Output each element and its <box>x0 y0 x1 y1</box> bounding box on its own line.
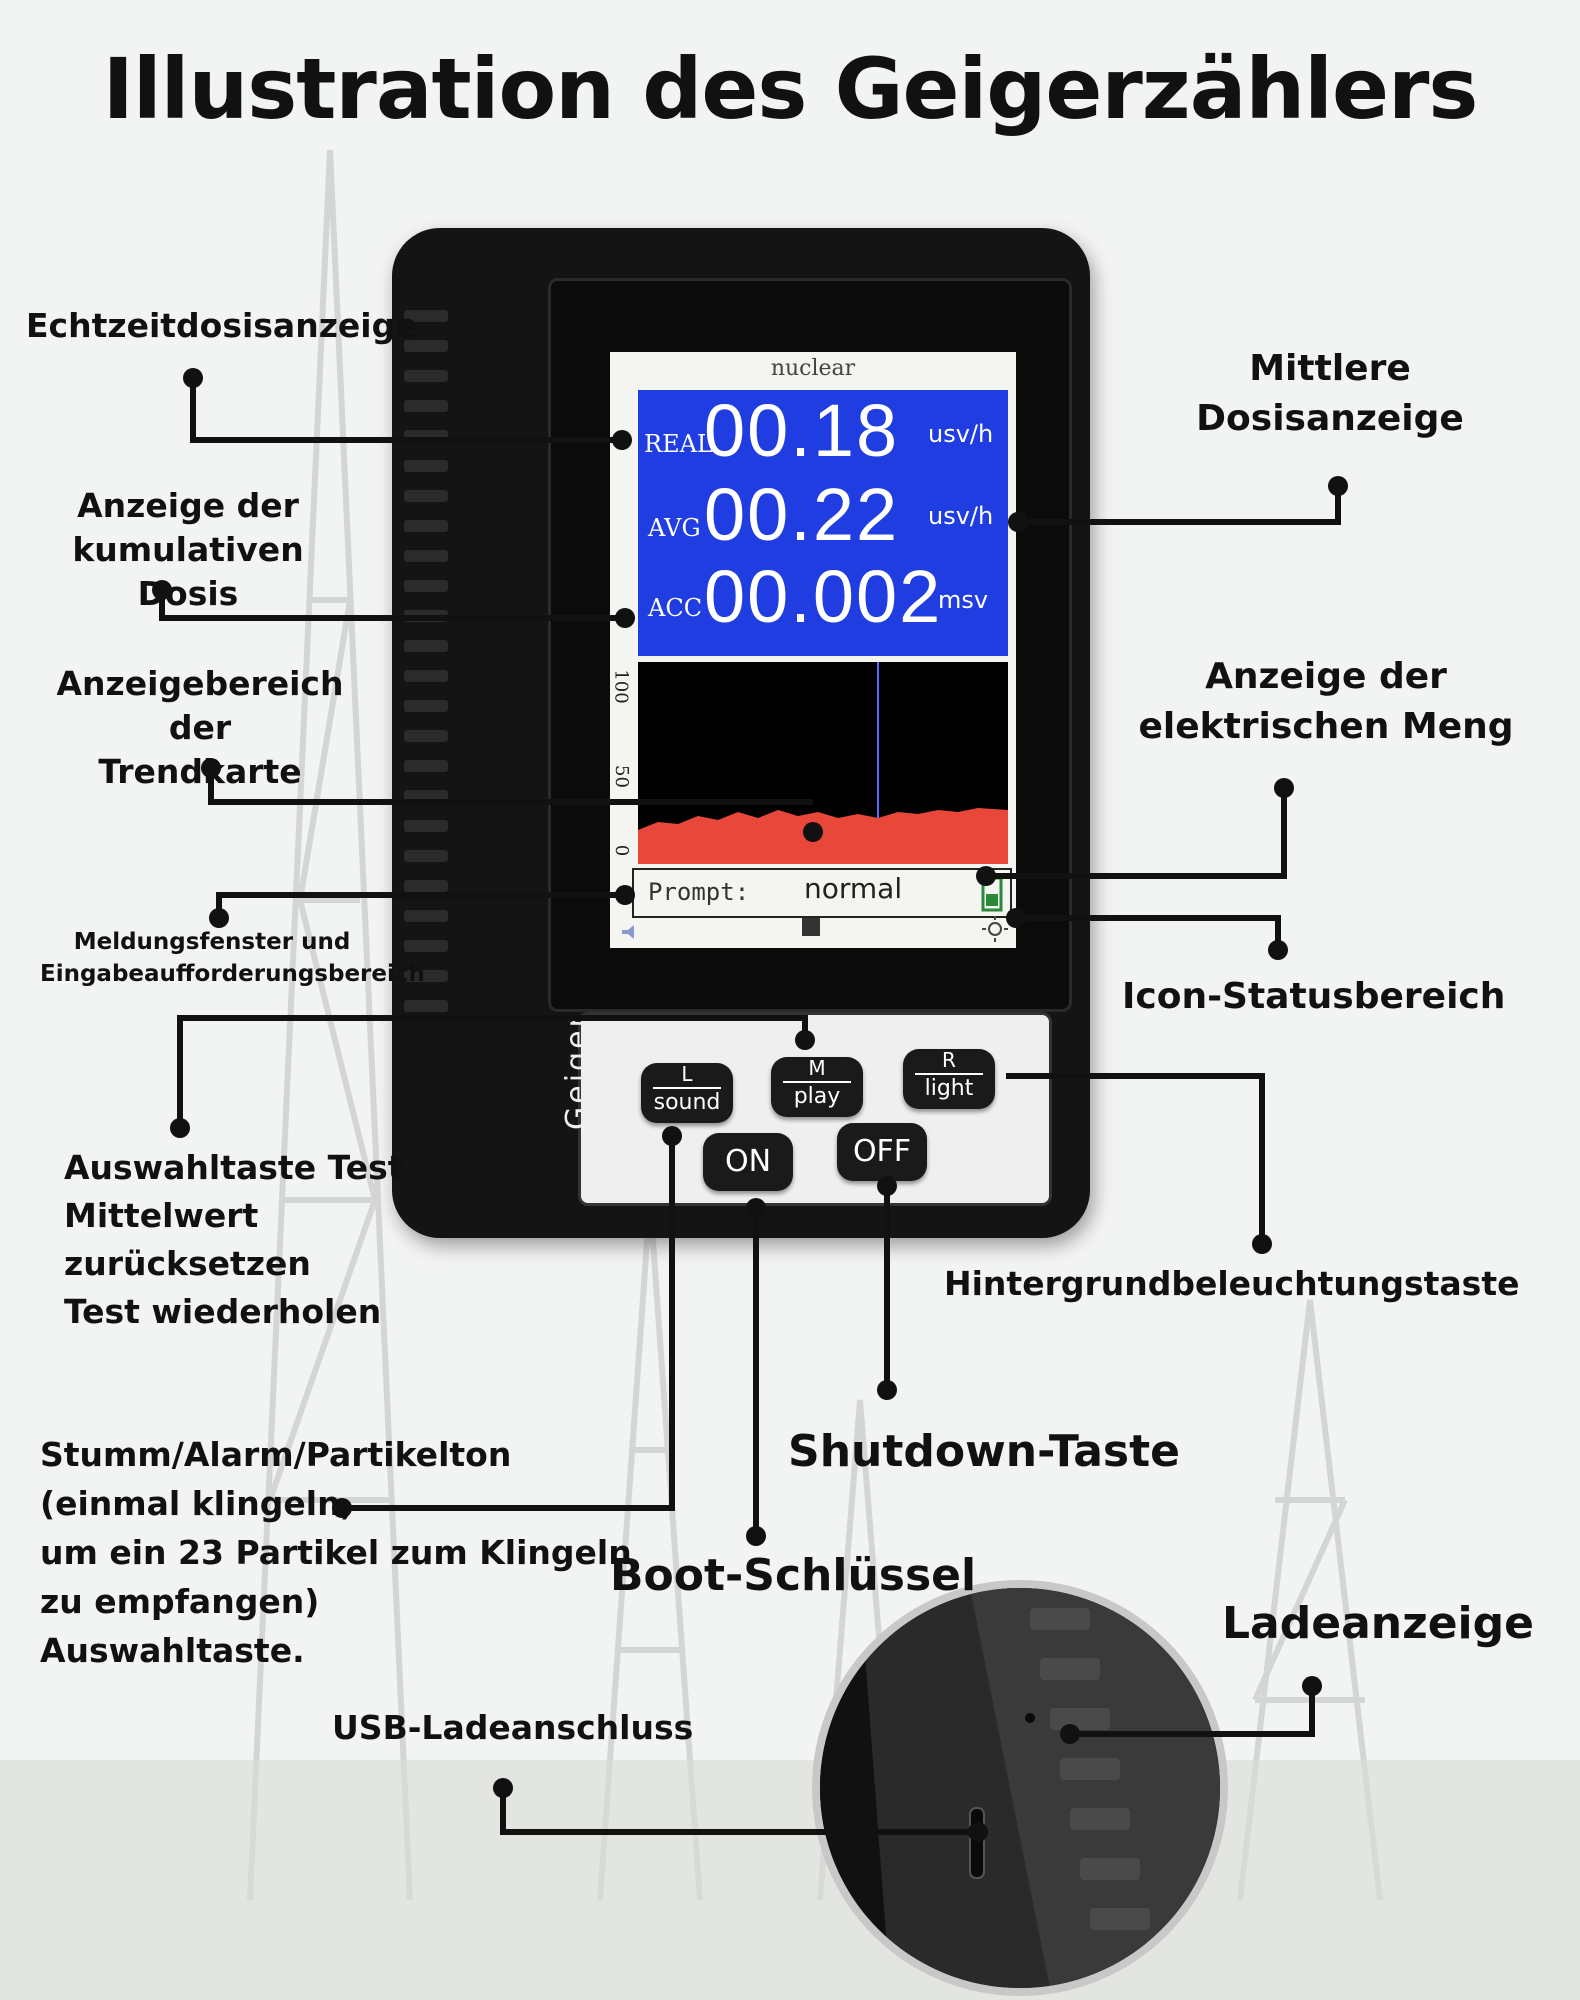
real-unit: usv/h <box>928 420 994 448</box>
charge-led <box>1025 1713 1035 1723</box>
off-button[interactable]: OFF <box>837 1123 927 1181</box>
grip-ribs <box>404 310 448 1012</box>
label-backlight: Hintergrundbeleuchtungstaste <box>944 1264 1520 1303</box>
acc-unit: msv <box>938 586 989 614</box>
label-select-test: Auswahltaste Test Mittelwert zurücksetze… <box>64 1148 404 1331</box>
usb-port <box>969 1807 985 1879</box>
real-label: REAL <box>644 430 713 458</box>
trend-chart <box>638 662 1008 864</box>
r-light-button[interactable]: R light <box>903 1049 995 1109</box>
m-key-top: M <box>808 1056 826 1080</box>
on-button[interactable]: ON <box>703 1133 793 1191</box>
label-boot-key: Boot-Schlüssel <box>610 1550 977 1601</box>
record-icon <box>802 918 820 936</box>
m-key-bottom: play <box>793 1084 841 1109</box>
dose-panel: REAL 00.18 usv/h AVG 00.22 usv/h ACC 00.… <box>638 389 1008 656</box>
label-icon-status: Icon-Statusbereich <box>1122 976 1506 1017</box>
lcd-screen: nuclear REAL 00.18 usv/h AVG 00.22 usv/h… <box>610 352 1016 948</box>
acc-label: ACC <box>648 594 703 622</box>
l-key-bottom: sound <box>653 1090 721 1115</box>
r-key-bottom: light <box>924 1076 974 1101</box>
sound-icon <box>622 925 634 939</box>
avg-label: AVG <box>648 514 701 542</box>
keypad: L sound M play R light ON OFF <box>578 1012 1052 1206</box>
label-usb-port: USB-Ladeanschluss <box>332 1708 694 1747</box>
prompt-label: Prompt: <box>648 878 750 906</box>
label-mute-alarm: Stumm/Alarm/Partikelton (einmal klingeln… <box>40 1435 632 1670</box>
battery-icon <box>981 874 1003 912</box>
label-power-indicator: Anzeige der elektrischen Meng <box>1138 656 1514 747</box>
avg-value: 00.22 <box>704 473 900 556</box>
trend-axis-0: 0 <box>611 844 633 857</box>
label-realtime-dose: Echtzeitdosisanzeige <box>26 306 418 345</box>
label-average-dose: Mittlere Dosisanzeige <box>1196 348 1464 439</box>
label-shutdown: Shutdown-Taste <box>788 1426 1180 1477</box>
trend-area <box>638 808 1008 864</box>
side-zoom-inset <box>812 1580 1228 1996</box>
m-play-button[interactable]: M play <box>771 1057 863 1117</box>
light-icon <box>982 916 1008 942</box>
side-label-counter: counter <box>1001 1040 1036 1177</box>
avg-unit: usv/h <box>928 502 994 530</box>
trend-axis-50: 50 <box>610 765 632 788</box>
prompt-value: normal <box>804 872 903 905</box>
l-key-top: L <box>681 1062 693 1086</box>
label-message-window: Meldungsfenster und Eingabeaufforderungs… <box>40 929 425 987</box>
label-trend-area: Anzeigebereich der Trendkarte <box>56 664 344 791</box>
trend-axis-100: 100 <box>610 669 632 704</box>
label-cumulative-dose: Anzeige der kumulativen Dosis <box>72 486 304 613</box>
acc-value: 00.002 <box>704 555 943 638</box>
side-label-geiger: Geiger <box>560 1012 595 1130</box>
prompt-window: Prompt: normal <box>632 868 1012 918</box>
r-key-top: R <box>942 1048 956 1072</box>
screen-title: nuclear <box>770 356 856 381</box>
l-sound-button[interactable]: L sound <box>641 1063 733 1123</box>
side-port-illustration <box>820 1588 1220 1988</box>
page-title: Illustration des Geigerzählers <box>102 40 1479 138</box>
real-value: 00.18 <box>704 389 900 472</box>
label-charge-indicator: Ladeanzeige <box>1222 1598 1534 1649</box>
